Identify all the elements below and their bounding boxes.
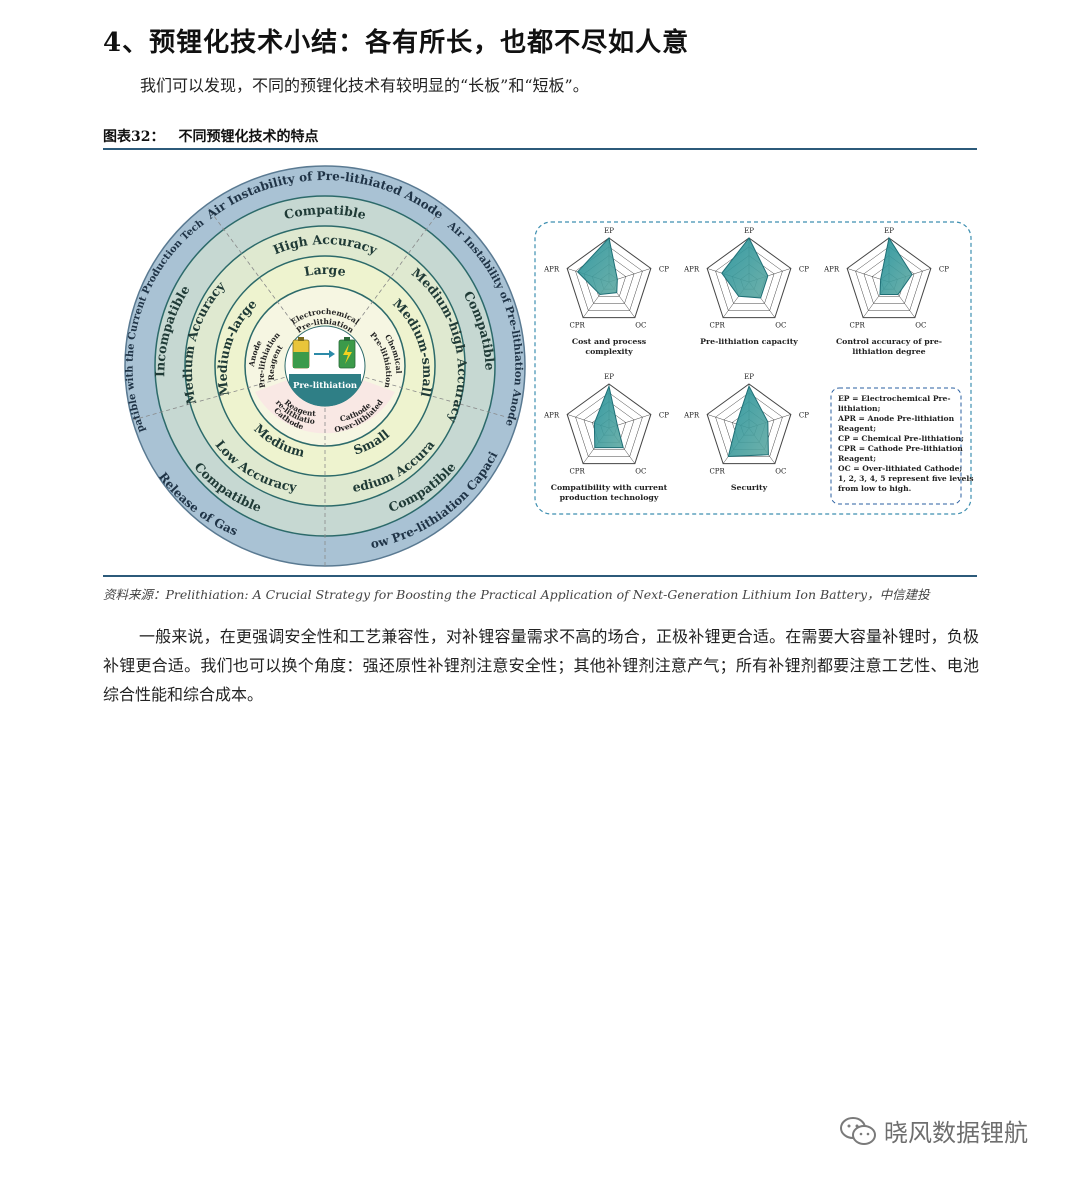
radar-axis-label: EP	[744, 227, 754, 235]
radar-axis-label: CPR	[569, 468, 585, 476]
sector-dividers	[132, 207, 518, 566]
radar-axis-label: OC	[635, 322, 646, 330]
radar-axis-label: EP	[744, 373, 754, 381]
figure-source: 资料来源：Prelithiation: A Crucial Strategy f…	[103, 587, 930, 602]
radar-title: Compatibility with current	[551, 483, 668, 492]
ring4-top-label: Large	[303, 262, 347, 279]
legend-line: from low to high.	[838, 484, 912, 493]
radar-title: Security	[731, 483, 768, 492]
radar-fill	[879, 236, 913, 295]
battery-charged-icon	[338, 337, 356, 369]
radar-axis-label: EP	[604, 227, 614, 235]
battery-icon	[292, 337, 310, 369]
intro-paragraph: 我们可以发现，不同的预锂化技术有较明显的“长板”和“短板”。	[140, 76, 589, 95]
radar-fill	[721, 237, 769, 299]
radar-grid	[575, 246, 643, 311]
watermark-text: 晓风数据锂航	[884, 1119, 1028, 1147]
radar-grid	[715, 246, 783, 311]
radar-title: Cost and process	[572, 337, 647, 346]
radar-axis-label: APR	[543, 265, 560, 273]
legend-line: Reagent;	[838, 424, 876, 433]
body-paragraph: 一般来说，在更强调安全性和工艺兼容性，对补锂容量需求不高的场合，正极补锂更合适。…	[103, 627, 979, 704]
radar-legend: EP = Electrochemical Pre- lithiation; AP…	[837, 394, 974, 493]
radar-grid	[846, 237, 932, 319]
center-label: Pre-lithiation	[293, 381, 357, 391]
radar-grid	[566, 237, 652, 319]
radar-title: production technology	[560, 493, 659, 502]
radar-axis-label: OC	[635, 468, 646, 476]
radar-axis-label: CP	[659, 411, 669, 419]
radar-title: lithiation degree	[852, 347, 925, 356]
radar-title: complexity	[585, 347, 633, 356]
radar-chart: EP CP OC CPR APR Control accuracy of pre-lith…	[823, 227, 949, 356]
arrow-right-icon	[314, 350, 335, 358]
radar-axis-label: CP	[939, 265, 949, 273]
radar-fill	[727, 384, 769, 458]
radar-chart: EP CP OC CPR APR Security	[683, 373, 809, 492]
radar-axis-label: CPR	[849, 322, 865, 330]
figure-title: 图表32： 不同预锂化技术的特点	[103, 126, 318, 146]
radar-axis-label: CPR	[709, 322, 725, 330]
radar-axis-label: APR	[823, 265, 840, 273]
radar-axis-label: CP	[659, 265, 669, 273]
center-banner	[289, 374, 361, 407]
radar-axis-label: EP	[884, 227, 894, 235]
legend-line: Reagent;	[838, 454, 876, 463]
wechat-icon	[840, 1116, 876, 1145]
radar-axis-label: APR	[543, 411, 560, 419]
figure-bottom-rule	[103, 575, 977, 577]
legend-line: APR = Anode Pre-lithiation	[837, 414, 955, 423]
radar-grid	[575, 392, 643, 457]
radar-grid	[715, 392, 783, 457]
radar-axis-label: APR	[683, 411, 700, 419]
watermark: 晓风数据锂航	[838, 1113, 1028, 1148]
legend-line: lithiation;	[838, 404, 881, 413]
figure-graphic: Pre-lithiation Air Instability of Pre-li…	[103, 152, 974, 567]
radar-axis-label: CPR	[569, 322, 585, 330]
radar-axis-label: OC	[915, 322, 926, 330]
legend-line: CP = Chemical Pre-lithiation;	[838, 434, 964, 443]
ring2-top-label: Compatible	[283, 202, 368, 222]
legend-line: 1, 2, 3, 4, 5 represent five levels	[838, 474, 974, 483]
radar-axis-label: EP	[604, 373, 614, 381]
figure-title-text: 不同预锂化技术的特点	[178, 129, 319, 145]
radar-axis-label: OC	[775, 322, 786, 330]
radar-axis-label: OC	[775, 468, 786, 476]
radar-axis-label: CP	[799, 411, 809, 419]
figure-label: 图表32：	[103, 129, 165, 145]
radar-axis-label: CPR	[709, 468, 725, 476]
radar-grid	[706, 237, 792, 319]
radar-grid	[855, 246, 923, 311]
radar-grid	[583, 401, 635, 450]
legend-line: CPR = Cathode Pre-lithiation	[838, 444, 963, 453]
radar-fill	[593, 384, 624, 449]
radar-axis-label: APR	[683, 265, 700, 273]
radar-chart: EP CP OC CPR APR Pre-lithiation capacity	[683, 227, 809, 346]
radar-fill	[576, 236, 618, 295]
legend-line: OC = Over-lithiated Cathode;	[838, 464, 962, 473]
section-heading: 4、预锂化技术小结：各有所长，也都不尽如人意	[103, 28, 690, 58]
figure-top-rule	[103, 148, 977, 150]
legend-line: EP = Electrochemical Pre-	[838, 394, 951, 403]
radar-axis-label: CP	[799, 265, 809, 273]
radar-title: Pre-lithiation capacity	[700, 337, 798, 346]
radar-title: Control accuracy of pre-	[836, 337, 942, 346]
radar-chart: EP CP OC CPR APR Compatibility with currentpr…	[543, 373, 669, 502]
radar-legend-box	[830, 387, 962, 505]
radar-grid	[566, 383, 652, 465]
radar-grid	[706, 383, 792, 465]
